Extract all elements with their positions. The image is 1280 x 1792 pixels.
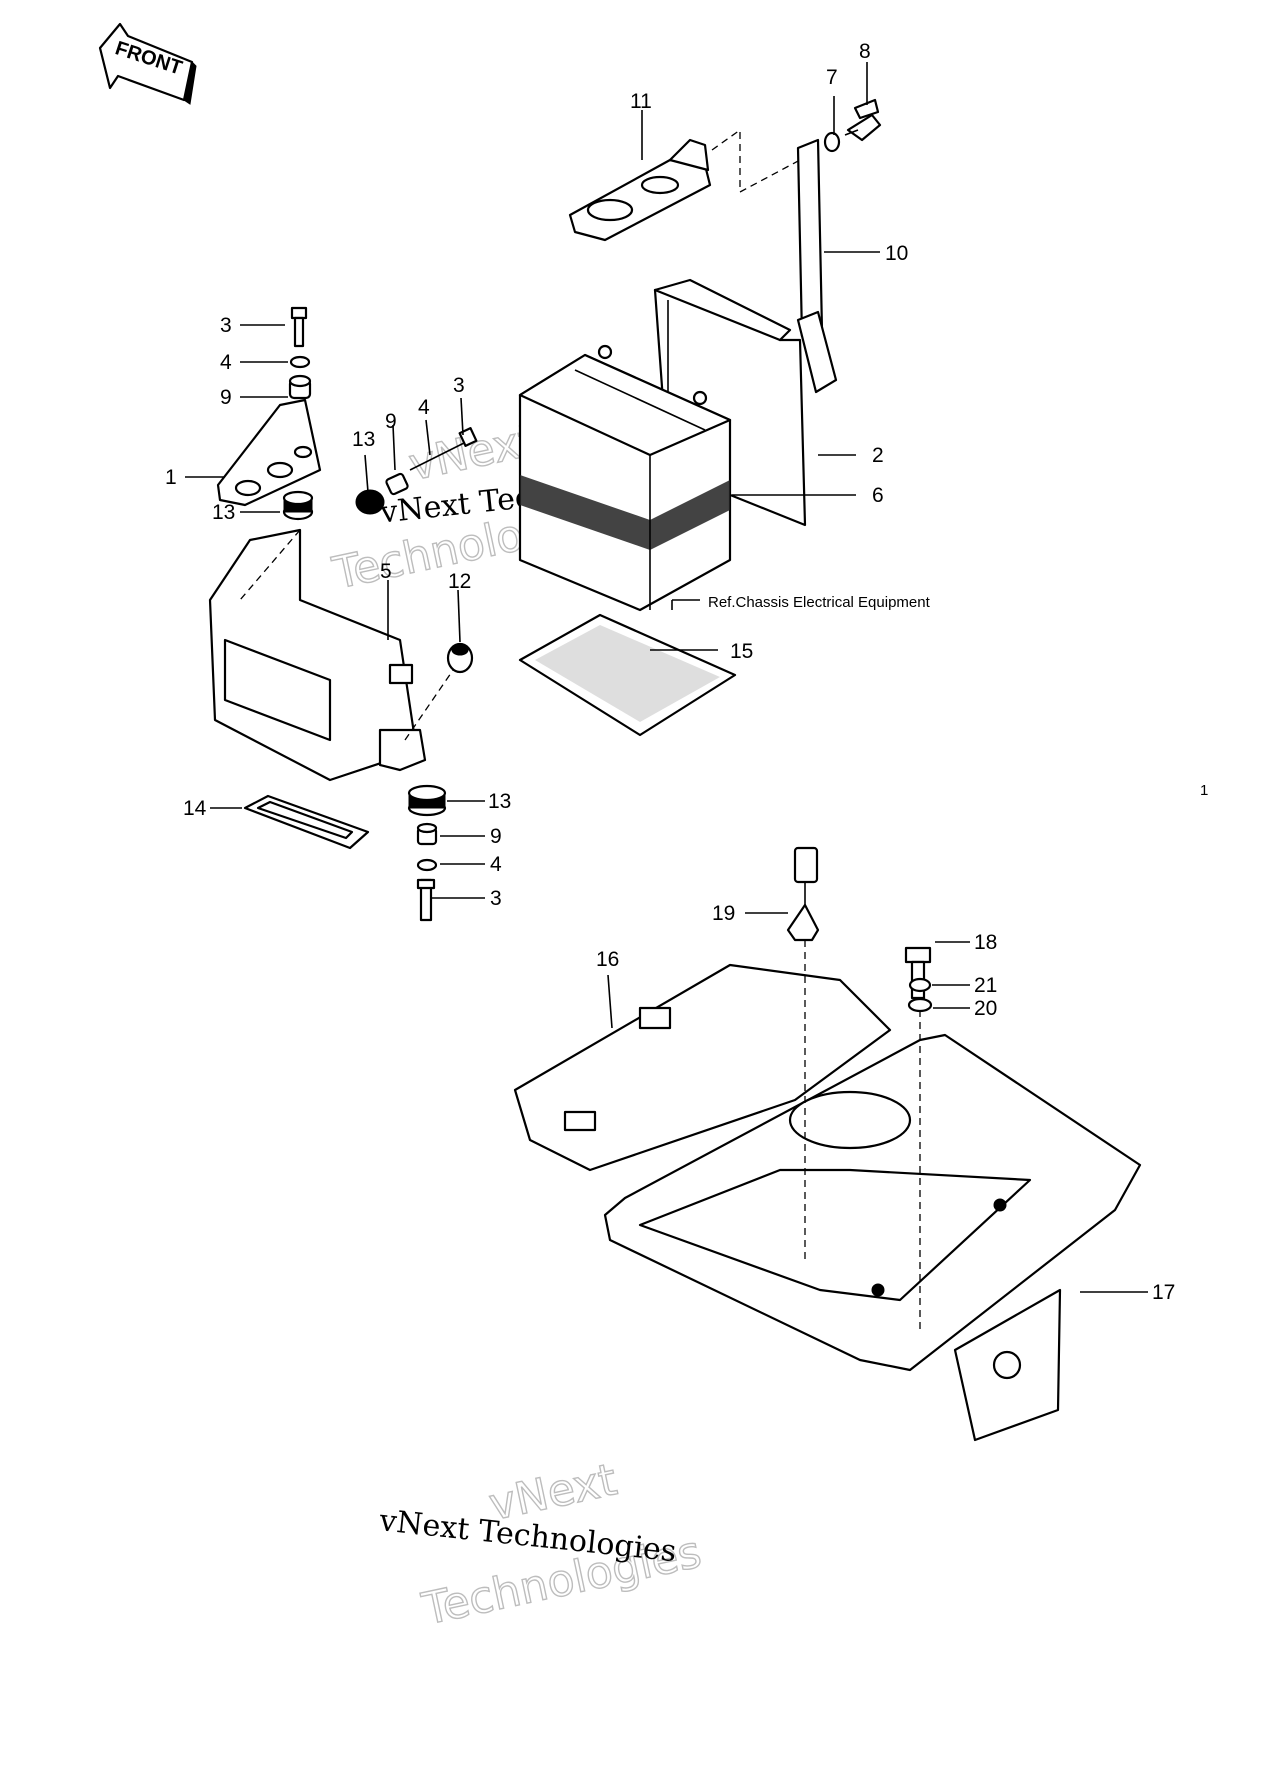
- front-arrow-icon: FRONT: [98, 22, 197, 105]
- callout-19: 19: [712, 902, 735, 925]
- washer-4-upper: [289, 355, 311, 369]
- callout-5: 5: [380, 560, 392, 583]
- callout-9-lower: 9: [490, 825, 502, 848]
- callout-10: 10: [885, 242, 908, 265]
- callout-13-lower: 13: [488, 790, 511, 813]
- callout-9-side: 9: [385, 410, 397, 433]
- callout-18: 18: [974, 931, 997, 954]
- callout-20: 20: [974, 997, 997, 1020]
- part-15-rubber-pad: [518, 613, 737, 737]
- page-number: 1: [1200, 782, 1208, 799]
- callout-11: 11: [630, 90, 652, 113]
- callout-21: 21: [974, 974, 997, 997]
- bolt-3-upper: [290, 306, 308, 348]
- washer-4-lower: [416, 858, 438, 872]
- grommet-13-side: [355, 489, 385, 515]
- leader-lines: [185, 62, 1148, 1293]
- callout-4-upper: 4: [220, 351, 232, 374]
- callout-8: 8: [859, 40, 871, 63]
- grommet-13-upper: [282, 490, 314, 521]
- callout-4-side: 4: [418, 396, 430, 419]
- part-6-battery: [518, 344, 732, 612]
- grommet-13-lower: [407, 784, 447, 817]
- part-7-washer: [823, 131, 841, 153]
- part-1-bracket: [216, 398, 322, 507]
- washer-21: [908, 977, 932, 993]
- reference-note: Ref.Chassis Electrical Equipment: [708, 594, 931, 611]
- callout-6: 6: [872, 484, 884, 507]
- callout-7: 7: [826, 66, 838, 89]
- part-12-damper: [446, 642, 474, 674]
- callout-13-upper: 13: [212, 501, 235, 524]
- part-8-wing-bolt: [844, 98, 882, 142]
- part-19-grommet: [786, 846, 820, 942]
- watermark-lower: vNext Technologies vNext Technologies: [377, 1454, 706, 1637]
- callout-14: 14: [183, 797, 207, 820]
- collar-9-upper: [288, 374, 312, 400]
- callout-16: 16: [596, 948, 619, 971]
- callout-17: 17: [1152, 1281, 1175, 1304]
- callout-3-upper: 3: [220, 314, 232, 337]
- part-11-battery-holder: [568, 129, 801, 242]
- callout-3-lower: 3: [490, 887, 502, 910]
- callout-4-lower: 4: [490, 853, 502, 876]
- collar-9-lower: [416, 822, 438, 846]
- callout-3-side: 3: [453, 374, 465, 397]
- callout-15: 15: [730, 640, 753, 663]
- callout-labels: 11 7 8 10 2 6 Ref.Chassis Electrical Equ…: [165, 40, 1208, 1304]
- callout-2: 2: [872, 444, 884, 467]
- part-17-tray: [603, 1033, 1142, 1442]
- washer-20: [907, 997, 933, 1013]
- part-10-strap: [796, 138, 838, 394]
- callout-13-side: 13: [352, 428, 375, 451]
- callout-1: 1: [165, 466, 177, 489]
- part-14-rubber-strip: [243, 794, 370, 850]
- callout-9-upper: 9: [220, 386, 232, 409]
- part-16-cover: [513, 963, 892, 1172]
- collar-9-side: [385, 472, 409, 496]
- bolt-3-lower: [416, 878, 436, 922]
- bolt-3-side: [409, 427, 478, 471]
- part-5-case-bracket: [208, 528, 461, 782]
- callout-12: 12: [448, 570, 471, 593]
